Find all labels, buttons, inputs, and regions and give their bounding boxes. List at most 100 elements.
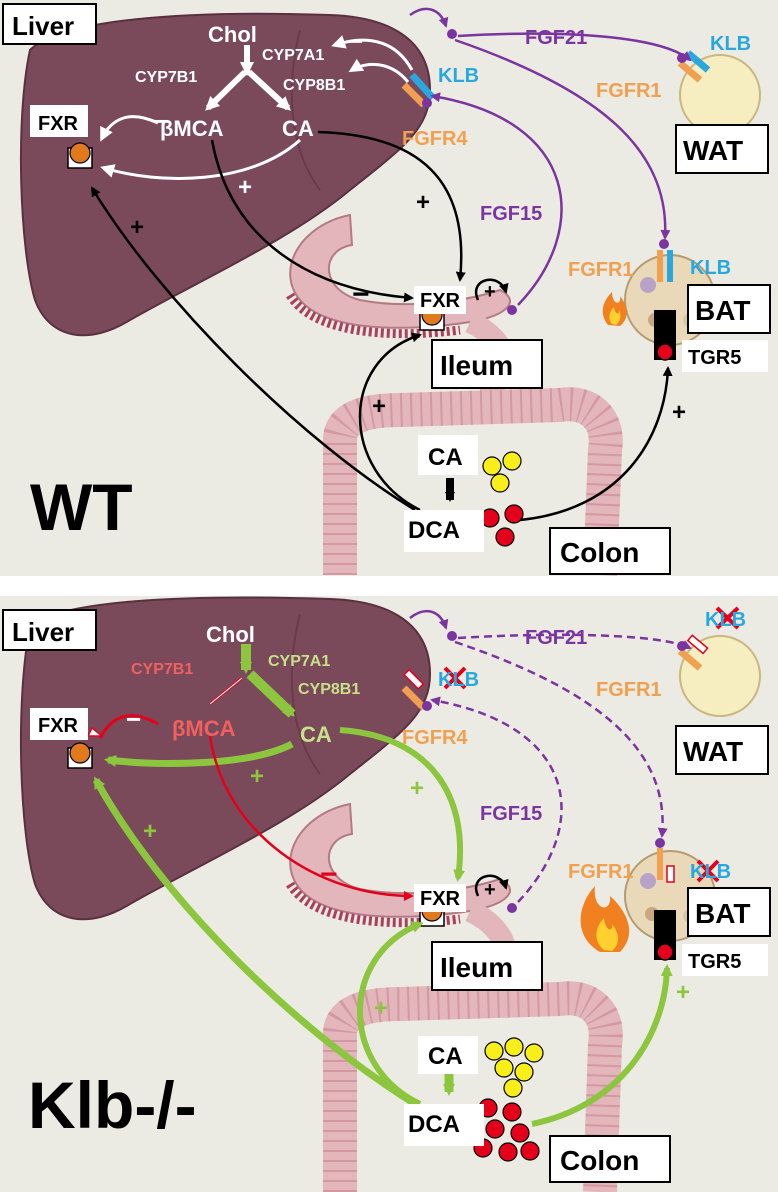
arrow-fgf21-wat (457, 633, 692, 650)
plus-sign: + (484, 879, 496, 901)
ileum-label: Ileum (440, 350, 513, 381)
arrow-fxr-ileum-loop (474, 278, 509, 301)
ileum-label-box (431, 941, 543, 991)
colon-ca-bead (494, 1058, 514, 1078)
arrow-ca-fxr-ileum (317, 130, 466, 282)
fgf21-source (447, 631, 457, 641)
fxr-ileum-label: FXR (420, 290, 461, 312)
colon-dca-bead (504, 504, 524, 524)
fgfr4-receptor-icon (401, 685, 427, 711)
plus-sign: + (410, 775, 424, 802)
colon-folds (323, 981, 623, 1192)
klb-liver-label: KLB (438, 669, 479, 691)
fgf15-ligand (422, 701, 432, 711)
colon-ca-bead (484, 1041, 504, 1061)
liver-lobe-line (290, 613, 321, 775)
fxr-liver-label-box (30, 708, 88, 740)
colon-label-box (549, 1135, 671, 1183)
arrow-fgf21-loop (409, 7, 449, 28)
colon-dca-bead (498, 1142, 518, 1162)
flame-inner (596, 918, 618, 951)
cyp7b1-label: CYP7B1 (131, 661, 193, 678)
arrow-to-bmca-inner (209, 677, 243, 705)
ileum-inner (286, 881, 461, 928)
bmca-liver-label: βMCA (160, 116, 224, 141)
fxr-ileum-label-box (414, 884, 466, 912)
arrow-bmca-fxr-ileum (208, 735, 414, 901)
colon-shape (323, 387, 623, 576)
wat-adipocyte-icon (679, 635, 761, 717)
liver-label: Liver (12, 11, 74, 41)
arrow-fgfr4-cyp8b1-inhibit (348, 58, 410, 83)
fxr-liver-label-box (30, 105, 88, 137)
cyp7b1-label: CYP7B1 (135, 69, 197, 86)
colon-dca-bead (485, 1119, 505, 1139)
fgfr4-label: FGFR4 (402, 128, 468, 150)
ileum-label: Ileum (440, 952, 513, 983)
bat-droplet (640, 873, 656, 889)
plus-sign: + (143, 818, 157, 845)
arrow-bmca-fxr-inhibit (100, 115, 159, 142)
colon-ca-bead (482, 456, 502, 476)
klb-wat-label: KLB (710, 33, 751, 55)
fgfr1-wat-label: FGFR1 (596, 80, 662, 102)
fgf15-ileum-ligand (507, 903, 517, 913)
colon-ca-bead (502, 451, 522, 471)
ca-liver-label: CA (282, 116, 314, 141)
ca-liver-label: CA (300, 722, 332, 747)
arrow-to-ca (246, 69, 291, 111)
liver-label-box (2, 3, 97, 45)
arrow-fgf21-bat (454, 38, 671, 240)
cyp8b1-label: CYP8B1 (283, 77, 345, 94)
wat-label-box (675, 124, 769, 174)
bat-label: BAT (695, 898, 750, 929)
arrow-to-bmca (205, 69, 248, 111)
fgf21-source (447, 29, 457, 39)
arrow-ca-fxr-activate (104, 740, 294, 767)
bat-label-box (687, 887, 771, 937)
cyp8b1-label: CYP8B1 (298, 681, 360, 698)
plus-sign: + (250, 763, 264, 790)
ca-colon-label-box (418, 435, 478, 475)
minus-sign: − (126, 704, 141, 734)
liver-lobe-line (290, 29, 321, 191)
fxr-ileum-label-box (414, 286, 466, 314)
colon-label: Colon (560, 1145, 639, 1176)
dca-label: DCA (408, 1111, 460, 1138)
fgf15-ileum-ligand (507, 305, 517, 315)
arrow-dca-fxr-liver (90, 186, 416, 512)
colon-ca-bead (504, 1037, 524, 1057)
fgfr1-wat-receptor-icon (677, 648, 703, 671)
fxr-ileum-label: FXR (420, 888, 461, 910)
minus-sign: − (154, 106, 169, 136)
klb-bat-label: KLB (690, 257, 731, 279)
arrow-dca-tgr5 (531, 964, 673, 1127)
plus-sign: + (416, 189, 430, 216)
plus-sign: + (372, 393, 386, 420)
klb-bat-knockout-icon (666, 865, 675, 883)
bat-label-box (687, 284, 771, 334)
colon-ca-bead (503, 1078, 523, 1098)
bmca-liver-label: βMCA (172, 716, 236, 741)
arrow-dca-fxr-liver (92, 776, 417, 1107)
colon-ca-bead (524, 1043, 544, 1063)
klb-wat-label: KLB (705, 609, 746, 631)
arrow-bmca-fxr-inhibit (98, 714, 159, 739)
plus-sign: + (484, 281, 496, 303)
fgf15-label: FGF15 (480, 803, 542, 825)
cross-mark-icon (696, 859, 720, 883)
colon-dca-bead (502, 1102, 522, 1122)
fgf21-bat-ligand (659, 239, 669, 249)
genotype-label: WT (30, 470, 133, 544)
arrow-fxr-ileum-loop (474, 874, 509, 897)
wt-panel: Liver FXR Chol CYP7A1 CYP7B1 CYP8B1 βMCA… (0, 0, 778, 576)
ileum-label-box (431, 339, 543, 389)
bat-droplet (640, 277, 656, 293)
arrow-ca-fxr-activate (100, 138, 302, 180)
flame-icon (602, 292, 627, 326)
cross-mark-icon (715, 606, 740, 630)
wat-label: WAT (683, 736, 743, 767)
fgfr1-wat-receptor-icon (677, 60, 703, 83)
ca-colon-label: CA (428, 1043, 463, 1070)
cyp7a1-label: CYP7A1 (268, 653, 330, 670)
